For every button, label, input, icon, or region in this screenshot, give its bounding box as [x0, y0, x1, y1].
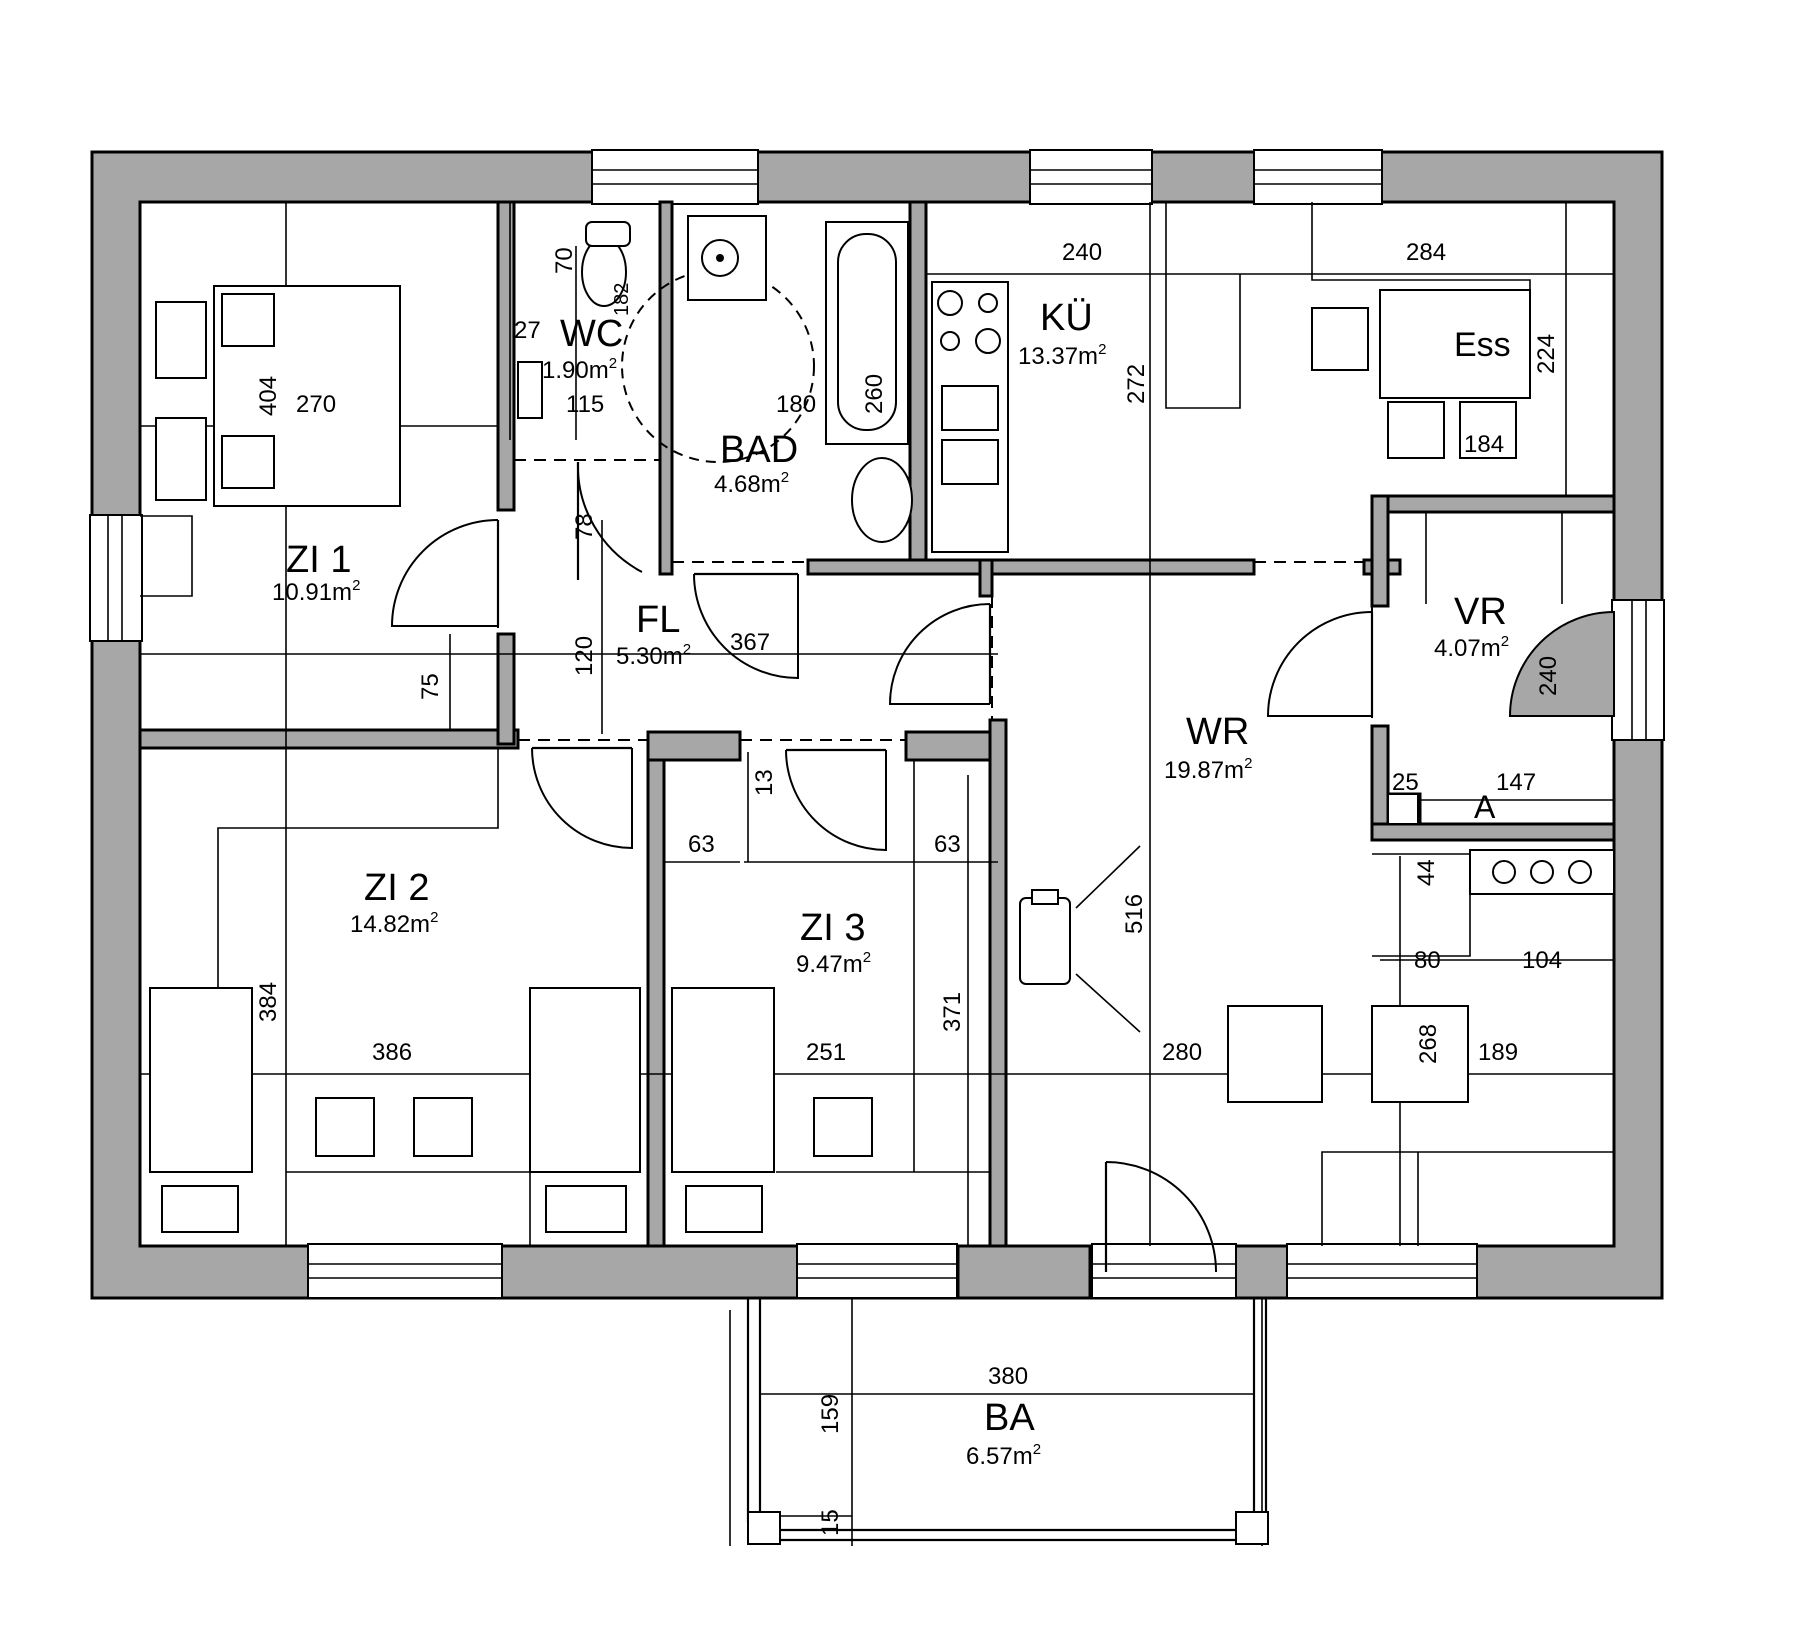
dim-label: 184 — [1464, 431, 1504, 458]
dim-label: 240 — [1535, 656, 1562, 696]
furniture-zi2-zi3 — [149, 748, 990, 1246]
dim-label: 224 — [1533, 334, 1560, 374]
annotation-a: A — [1474, 789, 1496, 825]
dim-label: 44 — [1413, 859, 1440, 886]
room-name-wc: WC — [560, 313, 623, 355]
dim-label: 280 — [1162, 1039, 1202, 1066]
dim-label: 27 — [514, 317, 541, 344]
windows — [89, 149, 1665, 1299]
furniture-zi1 — [140, 285, 401, 597]
room-area-fl: 5.30m2 — [616, 641, 691, 670]
annotation-ess: Ess — [1454, 326, 1511, 364]
dim-label: 63 — [934, 831, 961, 858]
dim-label: 260 — [861, 374, 888, 414]
room-name-vr: VR — [1454, 591, 1507, 633]
dim-label: 104 — [1522, 947, 1562, 974]
room-area-vr: 4.07m2 — [1434, 633, 1509, 662]
dim-label: 182 — [611, 283, 633, 316]
room-name-ba: BA — [984, 1397, 1035, 1439]
room-name-kue: KÜ — [1040, 297, 1093, 339]
room-name-fl: FL — [636, 599, 680, 641]
dim-label: 404 — [255, 376, 282, 416]
room-area-bad: 4.68m2 — [714, 469, 789, 498]
balcony — [746, 1298, 1269, 1545]
dim-label: 180 — [776, 391, 816, 418]
dim-label: 159 — [817, 1394, 844, 1434]
dim-label: 270 — [296, 391, 336, 418]
dim-label: 70 — [551, 247, 578, 274]
dim-label: 15 — [817, 1509, 844, 1536]
room-name-zi2: ZI 2 — [364, 867, 429, 909]
room-labels: ZI 1 10.91m2 WC 1.90m2 BAD 4.68m2 KÜ 13.… — [272, 297, 1511, 1470]
dim-label: 367 — [730, 629, 770, 656]
room-area-zi1: 10.91m2 — [272, 577, 360, 606]
dim-label: 516 — [1121, 894, 1148, 934]
dim-label: 25 — [1392, 769, 1419, 796]
dim-label: 268 — [1415, 1024, 1442, 1064]
dim-label: 386 — [372, 1039, 412, 1066]
room-area-zi2: 14.82m2 — [350, 909, 438, 938]
dim-label: 13 — [751, 769, 778, 796]
doors — [390, 459, 1615, 1273]
dim-label: 251 — [806, 1039, 846, 1066]
furniture-kitchen — [931, 202, 1531, 553]
room-name-bad: BAD — [720, 429, 798, 471]
room-area-wc: 1.90m2 — [542, 355, 617, 384]
dim-label: 75 — [417, 673, 444, 700]
dim-label: 80 — [1414, 947, 1441, 974]
dim-label: 78 — [571, 513, 598, 540]
fixtures-wc-bad — [517, 215, 913, 543]
furniture-wr — [1019, 845, 1615, 1246]
dim-label: 371 — [939, 992, 966, 1032]
dim-label: 120 — [571, 636, 598, 676]
dim-label: 284 — [1406, 239, 1446, 266]
room-area-kue: 13.37m2 — [1018, 341, 1106, 370]
dim-label: 380 — [988, 1363, 1028, 1390]
dim-label: 115 — [566, 391, 604, 418]
dim-label: 63 — [688, 831, 715, 858]
dim-label: 189 — [1478, 1039, 1518, 1066]
dim-label: 147 — [1496, 769, 1536, 796]
room-area-zi3: 9.47m2 — [796, 949, 871, 978]
dim-label: 240 — [1062, 239, 1102, 266]
room-area-ba: 6.57m2 — [966, 1441, 1041, 1470]
dim-label: 384 — [255, 982, 282, 1022]
dim-label: 272 — [1123, 364, 1150, 404]
dimension-values: 240 284 404 270 70 27 182 115 180 260 27… — [255, 239, 1562, 1536]
room-name-zi3: ZI 3 — [800, 907, 865, 949]
room-area-wr: 19.87m2 — [1164, 755, 1252, 784]
room-name-wr: WR — [1186, 711, 1249, 753]
furniture-vr — [1387, 512, 1563, 825]
room-name-zi1: ZI 1 — [286, 539, 351, 581]
